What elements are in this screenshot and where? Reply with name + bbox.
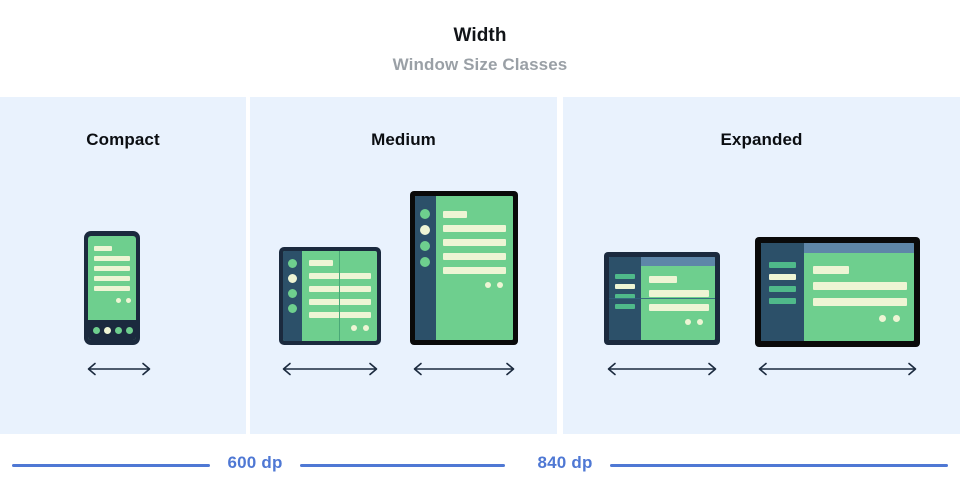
device-tablet-portrait: [410, 191, 518, 345]
navigation-rail: [283, 251, 302, 341]
width-arrow-compact: [84, 360, 154, 378]
tablet-screen: [415, 196, 513, 340]
content-bar: [649, 276, 677, 283]
content-bar: [813, 298, 907, 306]
panel-title-compact: Compact: [86, 130, 160, 149]
panel-title-medium: Medium: [371, 130, 436, 149]
fold-crease: [609, 298, 715, 299]
nav-dot[interactable]: [115, 327, 122, 334]
content-bar: [309, 260, 333, 266]
rail-bar[interactable]: [769, 262, 796, 268]
content-bar: [443, 239, 506, 246]
rail-bar[interactable]: [615, 294, 635, 299]
width-arrow-foldable-portrait: [279, 360, 381, 378]
status-dot: [363, 325, 369, 331]
measure-line-left: [12, 464, 210, 467]
panel-compact: Compact: [0, 97, 246, 434]
foldable-landscape-screen: [609, 257, 715, 340]
status-strip: [761, 243, 914, 253]
panel-title-expanded: Expanded: [720, 130, 803, 149]
nav-dot-active[interactable]: [104, 327, 111, 334]
width-arrow-tablet-portrait: [410, 360, 518, 378]
device-foldable-portrait: [279, 247, 381, 345]
panel-medium: Medium: [250, 97, 557, 434]
rail-dot-active[interactable]: [288, 274, 297, 283]
fold-crease: [339, 251, 340, 341]
device-phone-portrait: [84, 231, 140, 345]
status-dot: [485, 282, 491, 288]
rail-dot[interactable]: [288, 289, 297, 298]
rail-bar[interactable]: [615, 304, 635, 309]
content-bar: [309, 273, 371, 279]
rail-bar-active[interactable]: [769, 274, 796, 280]
status-dot: [879, 315, 886, 322]
status-dot: [697, 319, 703, 325]
content-bar: [94, 266, 130, 271]
content-bar: [94, 246, 112, 251]
content-bar: [813, 282, 907, 290]
content-bar: [443, 211, 467, 218]
rail-dot[interactable]: [288, 304, 297, 313]
content-bar: [813, 266, 849, 274]
measure-label-600dp: 600 dp: [227, 453, 283, 472]
foldable-screen: [283, 251, 377, 341]
status-dot: [893, 315, 900, 322]
status-dot: [116, 298, 121, 303]
status-strip: [609, 257, 715, 266]
content-bar: [649, 290, 709, 297]
nav-dot[interactable]: [93, 327, 100, 334]
navigation-rail: [761, 243, 804, 341]
rail-dot[interactable]: [420, 241, 430, 251]
page-title: Width: [453, 25, 507, 46]
rail-bar[interactable]: [615, 274, 635, 279]
content-bar: [443, 267, 506, 274]
content-bar: [94, 276, 130, 281]
panel-expanded: Expanded: [563, 97, 960, 434]
content-bar: [443, 225, 506, 232]
page-subtitle: Window Size Classes: [392, 55, 568, 74]
rail-dot[interactable]: [288, 259, 297, 268]
content-bar: [94, 256, 130, 261]
content-bar: [94, 286, 130, 291]
content-bar: [309, 299, 371, 305]
content-bar: [443, 253, 506, 260]
content-bar: [309, 312, 371, 318]
rail-dot-active[interactable]: [420, 225, 430, 235]
status-dot: [351, 325, 357, 331]
device-tablet-landscape: [755, 237, 920, 347]
phone-screen: [88, 236, 136, 340]
tablet-landscape-screen: [761, 243, 914, 341]
width-arrow-foldable-landscape: [604, 360, 720, 378]
nav-dot[interactable]: [126, 327, 133, 334]
measure-line-middle: [300, 464, 505, 467]
rail-bar[interactable]: [769, 286, 796, 292]
status-dot: [685, 319, 691, 325]
phone-bottom-navbar: [88, 320, 136, 340]
rail-bar-active[interactable]: [615, 284, 635, 289]
status-dot: [497, 282, 503, 288]
navigation-rail: [415, 196, 436, 340]
content-bar: [309, 286, 371, 292]
rail-bar[interactable]: [769, 298, 796, 304]
rail-dot[interactable]: [420, 257, 430, 267]
device-foldable-landscape: [604, 252, 720, 345]
measure-label-840dp: 840 dp: [537, 453, 593, 472]
content-bar: [649, 304, 709, 311]
status-dot: [126, 298, 131, 303]
rail-dot[interactable]: [420, 209, 430, 219]
measure-line-right: [610, 464, 948, 467]
width-arrow-tablet-landscape: [755, 360, 920, 378]
